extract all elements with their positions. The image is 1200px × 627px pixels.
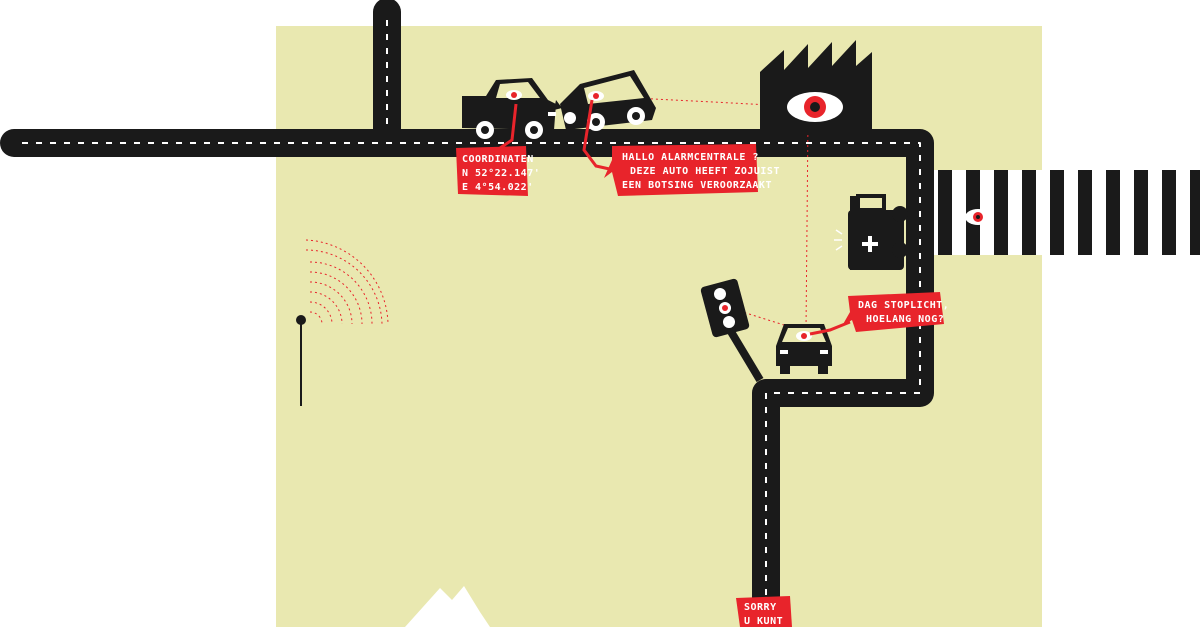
coordinates-line-2: N 52°22.147' xyxy=(462,168,540,179)
alarm-line-3: EEN BOTSING VEROORZAAKT xyxy=(622,180,772,191)
coordinates-bubble: COORDINATEN N 52°22.147' E 4°54.022' xyxy=(456,103,540,196)
mountains xyxy=(405,586,490,627)
traffic-light-icon xyxy=(700,278,764,383)
eye-icon xyxy=(787,92,843,122)
alarm-bubble: HALLO ALARMCENTRALE ? DEZE AUTO HEEFT ZO… xyxy=(582,99,780,196)
alarm-line-2: DEZE AUTO HEEFT ZOJUIST xyxy=(630,166,780,177)
car-icon xyxy=(462,78,556,139)
road-network xyxy=(0,0,934,627)
crashed-cars xyxy=(462,70,656,139)
siren-light xyxy=(834,229,843,251)
factory-icon xyxy=(760,40,872,132)
traffic-light-line-2: HOELANG NOG? xyxy=(866,314,944,325)
traffic-light-bubble: DAG STOPLICHT, HOELANG NOG? xyxy=(809,292,949,336)
traffic-light-line-1: DAG STOPLICHT, xyxy=(858,300,949,311)
sorry-line-2: U KUNT xyxy=(744,616,783,627)
eye-icon xyxy=(965,209,991,225)
coordinates-line-1: COORDINATEN xyxy=(462,154,534,165)
alarm-line-1: HALLO ALARMCENTRALE ? xyxy=(622,152,759,163)
zebra-crossing xyxy=(934,170,1200,255)
radio-waves xyxy=(305,239,389,325)
sorry-line-1: SORRY xyxy=(744,602,777,613)
ambulance-icon xyxy=(834,194,908,270)
antenna-icon xyxy=(296,239,389,406)
car-icon xyxy=(560,70,656,131)
eye-icon xyxy=(588,91,604,101)
eye-icon xyxy=(719,304,731,312)
coordinates-line-3: E 4°54.022' xyxy=(462,182,534,193)
eye-icon xyxy=(796,331,812,341)
sorry-bubble: SORRY U KUNT xyxy=(736,596,792,627)
eye-icon xyxy=(506,90,522,100)
